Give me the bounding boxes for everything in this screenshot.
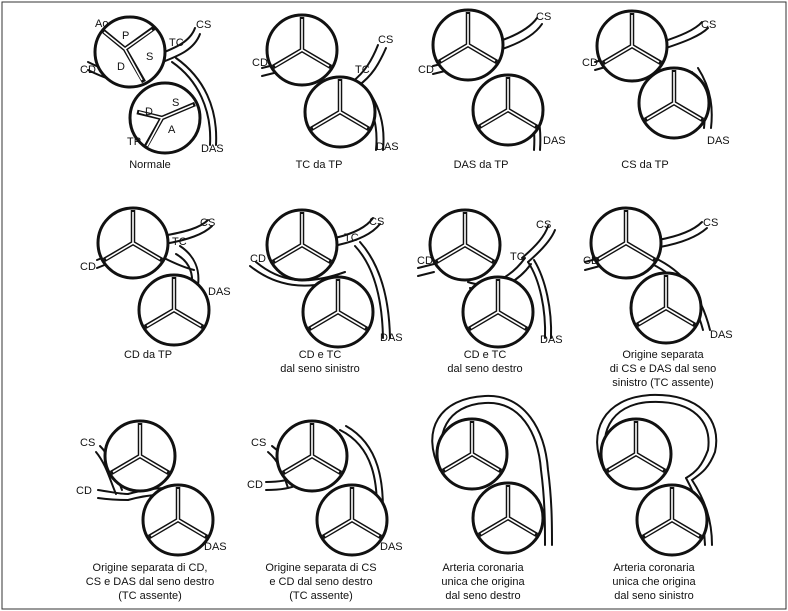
caption-line-2: unica che origina [612,576,696,588]
label-tp: TP [127,136,141,148]
caption-line: CD da TP [124,349,172,361]
label-cd: CD [76,485,92,497]
caption-line-2: e CD dal seno destro [269,576,372,588]
caption-line-2: unica che origina [441,576,525,588]
label-tc: TC [510,251,525,263]
caption-line-2: dal seno sinistro [280,363,360,375]
caption-line-1: Origine separata [622,349,704,361]
label-cs: CS [251,437,266,449]
label-tc: TC [344,232,359,244]
label-cd: CD [247,479,263,491]
label-p: P [122,30,129,42]
label-das: DAS [201,143,224,155]
label-cd: CD [583,255,599,267]
label-cs: CS [536,11,551,23]
label-s2: S [172,97,179,109]
label-cd: CD [80,64,96,76]
caption-line-3: (TC assente) [289,590,353,602]
label-das: DAS [710,329,733,341]
caption-line-2: dal seno destro [447,363,522,375]
caption-line-2: di CS e DAS dal seno [610,363,716,375]
label-s: S [146,51,153,63]
label-das: DAS [707,135,730,147]
label-cd: CD [252,57,268,69]
caption-line-2: CS e DAS dal seno destro [86,576,214,588]
label-cs: CS [536,219,551,231]
label-das: DAS [380,332,403,344]
label-das: DAS [208,286,231,298]
label-d: D [117,61,125,73]
label-cd: CD [417,255,433,267]
label-cs: CS [703,217,718,229]
label-cd: CD [418,64,434,76]
label-das: DAS [540,334,563,346]
label-tc: TC [169,37,184,49]
caption-line-3: dal seno destro [445,590,520,602]
label-tc: TC [355,64,370,76]
label-cs: CS [369,216,384,228]
label-das: DAS [204,541,227,553]
caption-line-3: (TC assente) [118,590,182,602]
label-das: DAS [380,541,403,553]
caption-line: TC da TP [296,159,343,171]
label-cd: CD [250,253,266,265]
label-cd: CD [582,57,598,69]
label-cs: CS [80,437,95,449]
label-cs: CS [701,19,716,31]
label-ao: Ao [95,18,108,30]
label-cd: CD [80,261,96,273]
caption-line: DAS da TP [454,159,509,171]
label-a: A [168,124,176,136]
caption-line-1: CD e TC [299,349,342,361]
label-cs: CS [200,217,215,229]
caption-line-3: sinistro (TC assente) [612,377,713,389]
caption-line-3: dal seno sinistro [614,590,694,602]
caption-line-1: CD e TC [464,349,507,361]
label-das: DAS [376,141,399,153]
label-d2: D [145,106,153,118]
caption-line-1: Origine separata di CD, [93,562,208,574]
label-das: DAS [543,135,566,147]
caption-line: Normale [129,159,171,171]
caption-line: CS da TP [621,159,669,171]
label-cs: CS [196,19,211,31]
caption-line-1: Arteria coronaria [442,562,524,574]
caption-line-1: Arteria coronaria [613,562,695,574]
label-cs: CS [378,34,393,46]
caption-line-1: Origine separata di CS [265,562,376,574]
label-tc: TC [172,236,187,248]
